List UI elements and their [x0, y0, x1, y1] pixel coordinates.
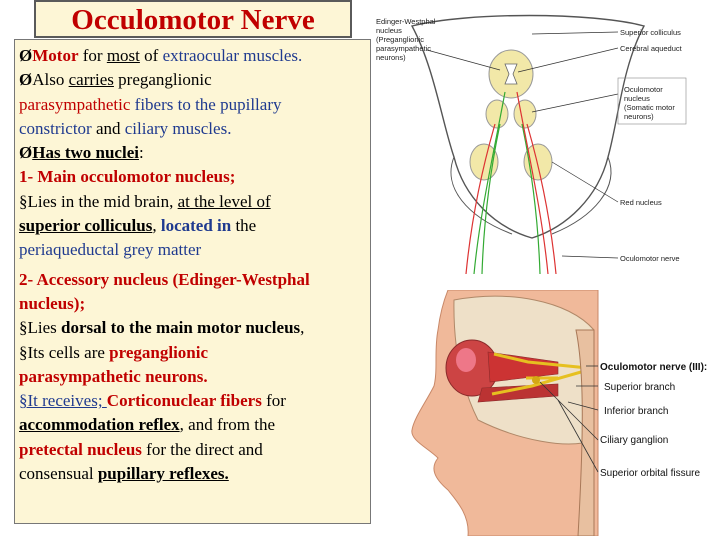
cerebral-aqueduct	[504, 63, 518, 85]
text-line: constrictor and ciliary muscles.	[19, 118, 232, 138]
oculomotor-nerve-branches	[491, 352, 589, 396]
label-red-nucleus: Red nucleus	[620, 198, 662, 207]
label-edinger-westphal: nucleus	[376, 26, 402, 35]
cerebral-peduncle-right	[551, 156, 612, 235]
text-line: accommodation reflex, and from the	[19, 415, 276, 435]
oculomotor-fibers	[465, 91, 557, 274]
text-line: 2- Accessory nucleus (Edinger-Westphal	[19, 269, 310, 289]
text-line: ØHas two nuclei:	[19, 143, 144, 163]
oculomotor-nucleus-right	[513, 99, 537, 129]
text-line: §Lies dorsal to the main motor nucleus,	[19, 318, 305, 338]
pointer-lines	[539, 365, 599, 473]
label-superior-colliculus: Superior colliculus	[620, 28, 681, 37]
label-edinger-westphal: (Preganglionic	[376, 35, 424, 44]
label-cerebral-aqueduct: Cerebral aqueduct	[620, 44, 683, 53]
text-line: parasympathetic neurons.	[19, 366, 208, 386]
content-textbox: ØMotor for most of extraocular muscles. …	[14, 39, 371, 524]
orbit-nerve-illustration: Oculomotor nerve (III): Superior branch …	[411, 290, 707, 536]
text-line: §Its cells are preganglionic	[19, 342, 209, 362]
label-edinger-westphal: neurons)	[376, 53, 406, 62]
cerebral-peduncle-left	[450, 156, 513, 235]
text-line: consensual pupillary reflexes.	[19, 464, 229, 484]
text-line: ØAlso carries preganglionic	[19, 70, 212, 90]
text-line: pretectal nucleus for the direct and	[19, 439, 263, 459]
slide-title: Occulomotor Nerve	[71, 4, 315, 36]
label-box	[617, 77, 687, 125]
midbrain-section-diagram: Edinger-Westphal nucleus (Preganglionic …	[376, 14, 687, 274]
label-oculomotor-nerve-iii: Oculomotor nerve (III):	[600, 362, 707, 373]
text-line: §Lies in the mid brain, at the level of	[19, 191, 271, 211]
label-ciliary-ganglion: Ciliary ganglion	[600, 435, 668, 446]
label-edinger-westphal: parasympathetic	[376, 44, 431, 53]
label-oculomotor-nucleus: (Somatic motor	[624, 103, 675, 112]
text-line: parasympathetic fibers to the pupillary	[19, 94, 282, 114]
text-line: ØMotor for most of extraocular muscles.	[19, 46, 303, 65]
label-oculomotor-nucleus: Oculomotor	[624, 85, 663, 94]
oculomotor-nucleus-left	[485, 99, 509, 129]
text-line: periaqueductal grey matter	[19, 240, 202, 260]
label-inferior-branch: Inferior branch	[604, 406, 668, 417]
title-banner: Occulomotor Nerve	[34, 0, 352, 38]
label-oculomotor-nucleus: nucleus	[624, 94, 650, 103]
text-line: §It receives; Corticonuclear fibers for	[19, 391, 286, 411]
extraocular-muscle	[487, 351, 559, 383]
pointer-lines	[426, 31, 619, 259]
text-line: nucleus);	[19, 293, 86, 313]
ciliary-ganglion	[532, 376, 540, 384]
label-oculomotor-nucleus: neurons)	[624, 112, 654, 121]
brainstem	[575, 329, 595, 536]
text-line: superior colliculus, located in the	[19, 216, 257, 236]
label-superior-orbital-fissure: Superior orbital fissure	[600, 468, 700, 479]
eyeball-highlight	[456, 348, 476, 372]
label-oculomotor-nerve: Oculomotor nerve	[620, 254, 680, 263]
label-superior-branch: Superior branch	[604, 382, 675, 393]
label-edinger-westphal: Edinger-Westphal	[376, 17, 436, 26]
text-line: 1- Main occulomotor nucleus;	[19, 167, 236, 187]
